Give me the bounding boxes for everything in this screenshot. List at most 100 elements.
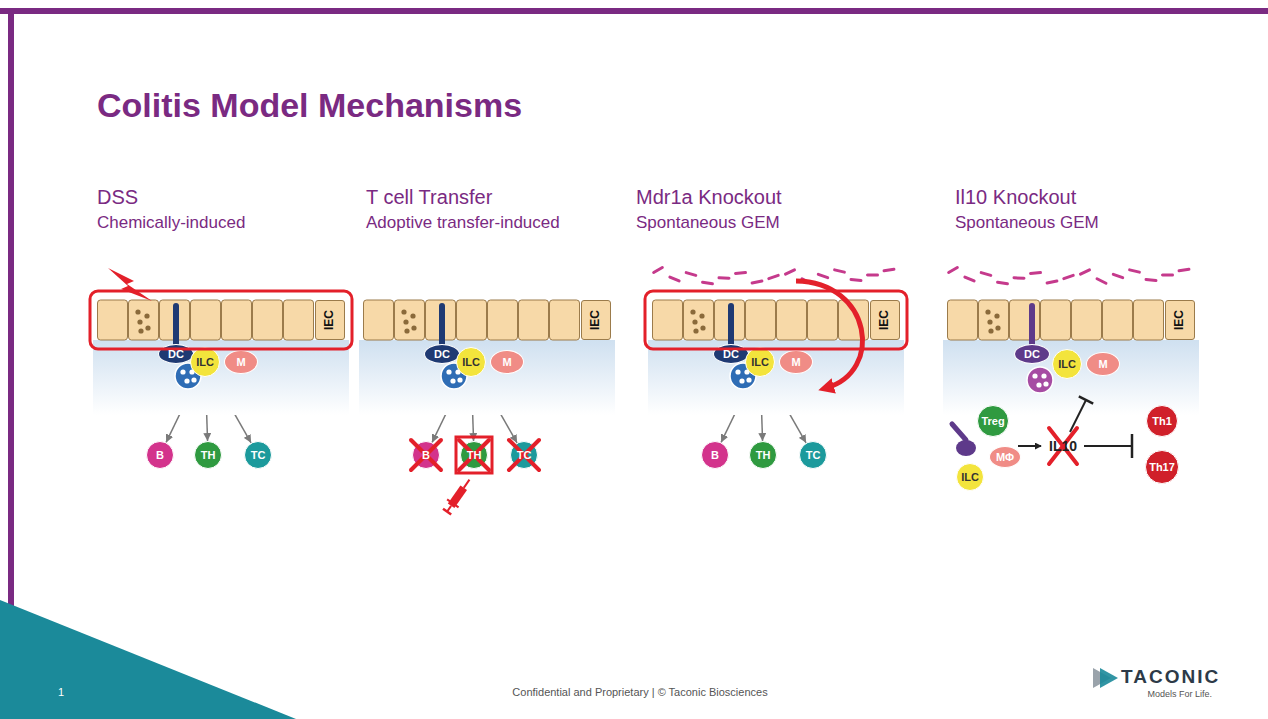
helper-t-cell: TH [749, 441, 777, 469]
epithelial-cell [222, 300, 252, 340]
cell-label: M [502, 357, 511, 368]
epithelial-cell [395, 300, 425, 340]
bacterium [1047, 281, 1057, 283]
highlight-box [456, 437, 492, 473]
bacterium [1179, 269, 1189, 270]
bacterium [1097, 279, 1106, 284]
cross-mark [1049, 428, 1077, 464]
goblet-granule [135, 309, 140, 314]
cell-label: IEC [589, 310, 601, 330]
innate-lymphoid-cell: ILC [956, 463, 984, 491]
goblet-granule [145, 325, 150, 330]
epithelial-cell [808, 300, 838, 340]
epithelial-cell [684, 300, 714, 340]
cell-label: M [791, 357, 800, 368]
cell-label: B [711, 450, 719, 461]
cell-label: DC [434, 349, 450, 360]
cell-label: TC [806, 450, 821, 461]
innate-lymphoid-cell: ILC [190, 347, 220, 377]
neutrophil-nucleus [184, 378, 189, 383]
cell-label: IEC [1173, 310, 1185, 330]
goblet-granule [403, 319, 408, 324]
goblet-granule [988, 328, 993, 333]
epithelial-cell [979, 300, 1009, 340]
epithelial-cell: IEC [581, 300, 611, 340]
cell-label: B [156, 450, 164, 461]
panel-subheading: Spontaneous GEM [636, 213, 780, 233]
epithelial-cell [129, 300, 159, 340]
bacterium [736, 271, 746, 275]
inhibition-bar [1131, 434, 1134, 458]
slide-title: Colitis Model Mechanisms [97, 86, 522, 125]
cell-label: MΦ [996, 452, 1014, 463]
bacterium [998, 282, 1008, 284]
cell-label: TH [756, 450, 771, 461]
lamina-propria [359, 340, 615, 415]
dendritic-cell: DC [158, 344, 194, 364]
goblet-granule [994, 313, 999, 318]
cell-label: IEC [323, 310, 335, 330]
inhibition-line [1084, 445, 1132, 447]
cytotoxic-t-cell: TC [244, 441, 272, 469]
panel-heading: DSS [97, 186, 138, 209]
epithelial-cell: IEC [1165, 300, 1195, 340]
goblet-granule [699, 313, 704, 318]
dendritic-cell [956, 440, 976, 456]
panel-subheading: Chemically-induced [97, 213, 245, 233]
neutrophil-nucleus [746, 377, 751, 382]
bacterium [686, 273, 696, 276]
epithelial-cell [653, 300, 683, 340]
goblet-granule [401, 309, 406, 314]
dendrite [952, 424, 966, 440]
cross-mark [459, 440, 489, 470]
logo-mark [1100, 668, 1118, 688]
lightning-bolt [108, 268, 152, 301]
macrophage: M [779, 350, 813, 374]
epithelial-cell [550, 300, 580, 340]
neutrophil-nucleus [1036, 382, 1041, 387]
bacterium [835, 270, 845, 272]
epithelial-cell [364, 300, 394, 340]
neutrophil-nucleus [446, 369, 451, 374]
lamina-propria [648, 340, 904, 415]
bacterium [1130, 270, 1140, 272]
goblet-granule [410, 313, 415, 318]
epithelial-cell [777, 300, 807, 340]
bacterium [654, 268, 663, 273]
innate-lymphoid-cell: ILC [456, 347, 486, 377]
neutrophil-nucleus [739, 378, 744, 383]
cell-label: M [236, 357, 245, 368]
epithelial-cell [746, 300, 776, 340]
goblet-granule [137, 319, 142, 324]
goblet-granule [700, 325, 705, 330]
th17-cell: Th17 [1145, 450, 1179, 484]
bacterium [1113, 274, 1122, 277]
goblet-granule [693, 328, 698, 333]
syringe [441, 476, 475, 516]
cross-mark [509, 440, 539, 470]
bacterium [670, 277, 679, 281]
regulatory-t-cell: Treg [977, 405, 1009, 437]
logo-text: TACONIC [1121, 666, 1220, 688]
panel-heading: Mdr1a Knockout [636, 186, 782, 209]
goblet-granule [690, 309, 695, 314]
epithelial-cell: IEC [315, 300, 345, 340]
goblet-granule [985, 309, 990, 314]
bacterium [786, 270, 795, 274]
bacterium [703, 282, 713, 284]
cell-label: TH [201, 450, 216, 461]
goblet-granule [995, 325, 1000, 330]
goblet-granule [404, 328, 409, 333]
dendritic-cell: DC [1014, 344, 1050, 364]
goblet-granule [411, 325, 416, 330]
dendritic-cell: DC [424, 344, 460, 364]
lamina-propria [93, 340, 349, 415]
page-number: 1 [58, 686, 64, 699]
epithelial-cell [519, 300, 549, 340]
helper-t-cell: TH [194, 441, 222, 469]
bacterium [851, 279, 861, 280]
goblet-granule [692, 319, 697, 324]
epithelial-cell [1041, 300, 1071, 340]
footer-note: Confidential and Proprietary | © Taconic… [512, 686, 767, 699]
